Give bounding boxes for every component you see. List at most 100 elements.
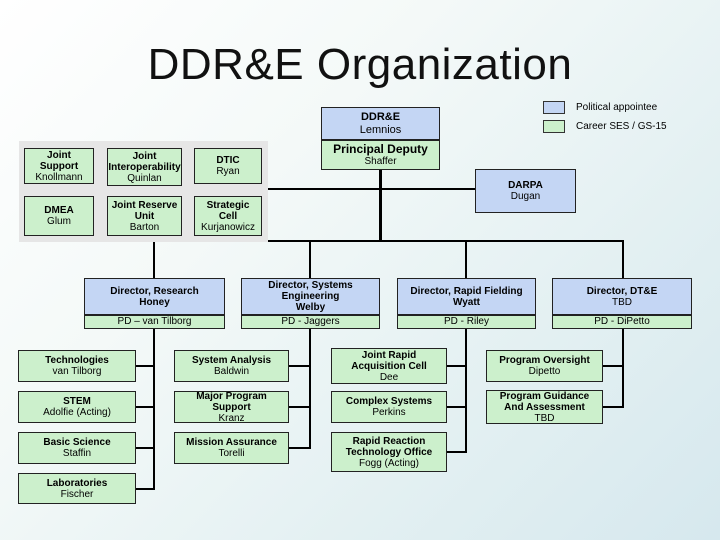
- box-title: Program Oversight: [499, 355, 590, 366]
- legend-label-career: Career SES / GS-15: [576, 121, 667, 132]
- director-research-box: Director, Research Honey: [84, 278, 225, 315]
- basic-science-box: Basic Science Staffin: [18, 432, 136, 464]
- connector: [136, 406, 155, 408]
- box-name: van Tilborg: [52, 366, 102, 377]
- connector: [622, 240, 624, 278]
- connector: [447, 406, 467, 408]
- box-name: TBD: [534, 412, 555, 424]
- box-name: Welby: [295, 302, 326, 313]
- darpa-box: DARPA Dugan: [475, 169, 576, 213]
- box-name: TBD: [612, 296, 632, 308]
- connector: [136, 447, 155, 449]
- box-title: DTIC: [216, 155, 240, 166]
- connector: [447, 451, 467, 453]
- stem-box: STEM Adolfie (Acting): [18, 391, 136, 423]
- box-name: Honey: [139, 296, 170, 308]
- connector: [465, 240, 467, 278]
- connector: [465, 329, 467, 452]
- principal-deputy-box: Principal Deputy Shaffer: [321, 140, 440, 170]
- connector: [289, 406, 311, 408]
- box-title: System Analysis: [191, 355, 272, 366]
- dmea-box: DMEA Glum: [24, 196, 94, 236]
- page-title: DDR&E Organization: [147, 40, 573, 89]
- box-title: Joint Interoperability: [108, 150, 181, 173]
- box-name: Lemnios: [359, 123, 402, 136]
- connector: [136, 488, 155, 490]
- box-name: Kranz: [218, 412, 245, 424]
- box-title: Joint Reserve Unit: [111, 199, 178, 222]
- box-title: Complex Systems: [345, 396, 433, 407]
- box-name: Dee: [379, 371, 399, 383]
- box-name: Torelli: [218, 448, 245, 459]
- connector: [622, 329, 624, 407]
- director-systems-engineering-box: Director, Systems Engineering Welby: [241, 278, 380, 315]
- box-title: Rapid Reaction Technology Office: [345, 435, 433, 458]
- legend-label-political: Political appointee: [576, 102, 658, 113]
- connector: [153, 329, 155, 489]
- joint-support-box: Joint Support Knollmann: [24, 148, 94, 184]
- pd-rapid-fielding: PD - Riley: [397, 315, 536, 329]
- laboratories-box: Laboratories Fischer: [18, 473, 136, 504]
- box-title: Joint Support: [39, 149, 79, 172]
- box-name: Wyatt: [452, 296, 481, 308]
- box-title: Director, Rapid Fielding: [410, 285, 523, 297]
- connector: [309, 240, 311, 278]
- connector: [289, 447, 311, 449]
- connector: [289, 365, 311, 367]
- box-title: STEM: [63, 396, 91, 407]
- box-title: Director, Research: [110, 285, 199, 297]
- strategic-cell-box: Strategic Cell Kurjanowicz: [194, 196, 262, 236]
- technologies-box: Technologies van Tilborg: [18, 350, 136, 382]
- connector: [603, 365, 624, 367]
- connector: [379, 170, 382, 240]
- connector: [447, 365, 467, 367]
- mission-assurance-box: Mission Assurance Torelli: [174, 432, 289, 464]
- program-guidance-assessment-box: Program Guidance And Assessment TBD: [486, 390, 603, 424]
- box-title: DDR&E: [360, 110, 401, 123]
- pd-research: PD – van Tilborg: [84, 315, 225, 329]
- box-name: Baldwin: [213, 366, 250, 377]
- box-name: Kurjanowicz: [201, 221, 255, 233]
- major-program-support-box: Major Program Support Kranz: [174, 391, 289, 424]
- connector: [153, 240, 624, 242]
- box-title: DARPA: [508, 180, 543, 191]
- box-name: Quinlan: [127, 172, 162, 184]
- legend-swatch-political: [543, 101, 565, 114]
- pd-dte: PD - DiPetto: [552, 315, 692, 329]
- box-title: Principal Deputy: [333, 142, 428, 156]
- box-name: Knollmann: [35, 171, 83, 183]
- joint-interoperability-box: Joint Interoperability Quinlan: [107, 148, 182, 186]
- complex-systems-box: Complex Systems Perkins: [331, 391, 447, 423]
- rapid-reaction-technology-office-box: Rapid Reaction Technology Office Fogg (A…: [331, 432, 447, 472]
- box-name: Dipetto: [528, 366, 561, 377]
- box-name: Adolfie (Acting): [43, 407, 111, 418]
- box-title: Mission Assurance: [186, 437, 277, 448]
- box-name: Fischer: [60, 488, 94, 500]
- connector: [267, 188, 475, 190]
- joint-reserve-unit-box: Joint Reserve Unit Barton: [107, 196, 182, 236]
- box-name: Dugan: [510, 191, 541, 202]
- program-oversight-box: Program Oversight Dipetto: [486, 350, 603, 382]
- connector: [153, 240, 155, 278]
- box-title: Program Guidance And Assessment: [499, 390, 590, 413]
- box-title: Joint Rapid Acquisition Cell: [351, 349, 427, 372]
- box-name: Fogg (Acting): [358, 457, 420, 469]
- box-name: Staffin: [62, 448, 92, 459]
- legend-swatch-career: [543, 120, 565, 133]
- dtic-box: DTIC Ryan: [194, 148, 262, 184]
- box-title: Laboratories: [46, 477, 108, 489]
- director-rapid-fielding-box: Director, Rapid Fielding Wyatt: [397, 278, 536, 315]
- box-title: Director, DT&E: [586, 285, 658, 297]
- connector: [309, 329, 311, 448]
- box-title: Strategic Cell: [206, 199, 250, 222]
- jrac-box: Joint Rapid Acquisition Cell Dee: [331, 348, 447, 384]
- system-analysis-box: System Analysis Baldwin: [174, 350, 289, 382]
- box-title: Director, Systems Engineering: [268, 280, 353, 302]
- director-dte-box: Director, DT&E TBD: [552, 278, 692, 315]
- connector: [136, 365, 155, 367]
- box-name: Ryan: [216, 166, 240, 177]
- box-title: DMEA: [44, 205, 74, 216]
- box-name: Barton: [129, 221, 160, 233]
- box-name: Perkins: [372, 407, 406, 418]
- box-title: Basic Science: [43, 437, 111, 448]
